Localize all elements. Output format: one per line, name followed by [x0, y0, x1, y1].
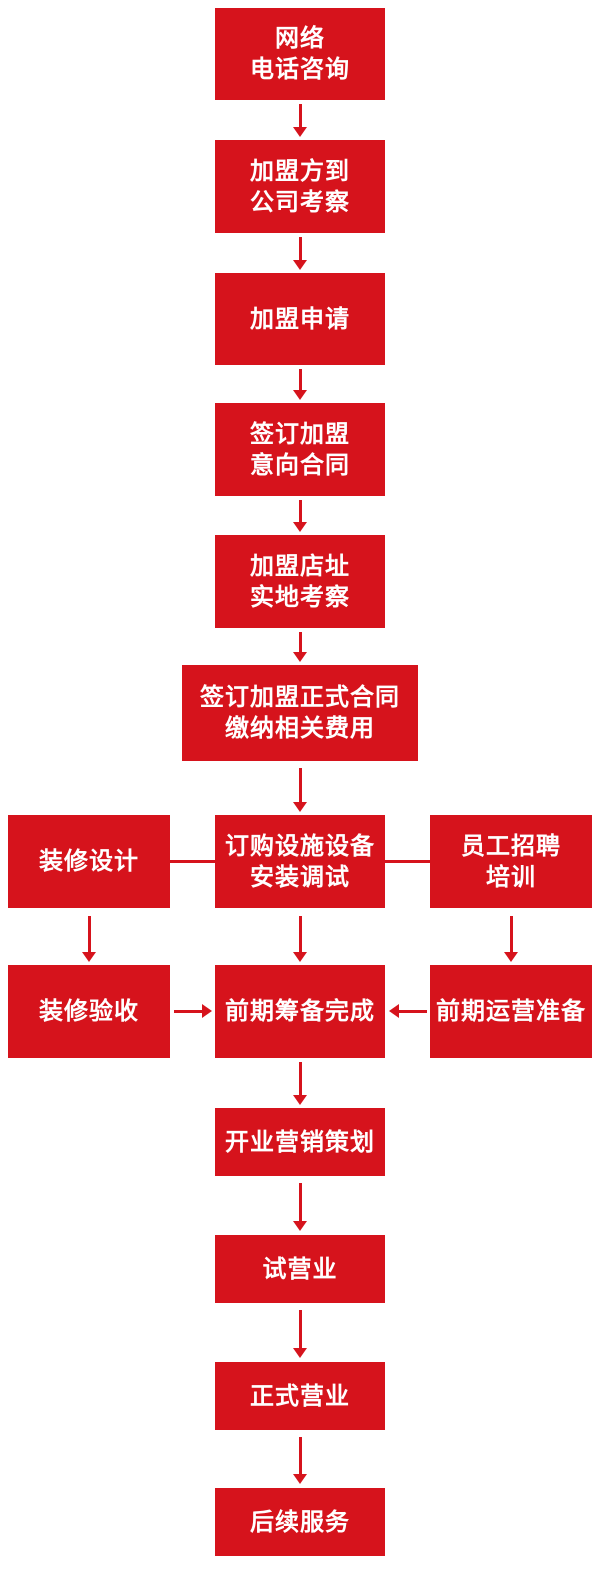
step-label-line: 电话咨询 — [250, 56, 350, 83]
step-decoration-acceptance: 装修验收 — [8, 965, 170, 1058]
step-formal-contract: 签订加盟正式合同 缴纳相关费用 — [182, 665, 418, 761]
arrow-down-icon — [293, 104, 307, 137]
step-company-visit: 加盟方到 公司考察 — [215, 140, 385, 233]
step-application: 加盟申请 — [215, 273, 385, 365]
step-label-line: 前期筹备完成 — [225, 998, 375, 1025]
arrow-right-icon — [174, 1004, 212, 1018]
step-label-line: 开业营销策划 — [225, 1128, 375, 1156]
step-online-consult: 网络 电话咨询 — [215, 8, 385, 100]
arrow-down-icon — [504, 916, 518, 962]
step-label-line: 订购设施设备 — [225, 832, 375, 860]
arrow-down-icon — [293, 1437, 307, 1484]
arrow-down-icon — [293, 500, 307, 532]
step-label-line: 装修验收 — [39, 998, 139, 1025]
step-decoration-design: 装修设计 — [8, 815, 170, 908]
step-label-line: 意向合同 — [250, 451, 350, 479]
arrow-left-icon — [389, 1004, 427, 1018]
step-label-line: 安装调试 — [250, 863, 350, 891]
step-label-line: 加盟方到 — [250, 157, 350, 185]
step-label-line: 培训 — [486, 863, 536, 891]
step-label-line: 实地考察 — [250, 583, 350, 611]
step-label-line: 前期运营准备 — [436, 998, 586, 1025]
step-opening-marketing: 开业营销策划 — [215, 1108, 385, 1176]
step-label-line: 签订加盟正式合同 — [200, 684, 400, 711]
step-site-inspection: 加盟店址 实地考察 — [215, 535, 385, 628]
step-trial-operation: 试营业 — [215, 1235, 385, 1303]
step-preparation-complete: 前期筹备完成 — [215, 965, 385, 1058]
step-label-line: 装修设计 — [39, 848, 139, 875]
step-label-line: 正式营业 — [250, 1382, 350, 1410]
step-label-line: 网络 — [275, 25, 325, 52]
step-label-line: 缴纳相关费用 — [225, 715, 375, 742]
connector-line — [170, 860, 215, 863]
arrow-down-icon — [293, 369, 307, 400]
step-intent-contract: 签订加盟 意向合同 — [215, 403, 385, 496]
step-label-line: 签订加盟 — [250, 420, 350, 448]
step-label-line: 员工招聘 — [461, 832, 561, 860]
step-label-line: 公司考察 — [250, 188, 350, 216]
arrow-down-icon — [293, 916, 307, 962]
step-follow-up-service: 后续服务 — [215, 1488, 385, 1556]
step-label-line: 加盟申请 — [250, 305, 350, 333]
step-equipment-order: 订购设施设备 安装调试 — [215, 815, 385, 908]
arrow-down-icon — [82, 916, 96, 962]
step-operation-preparation: 前期运营准备 — [430, 965, 592, 1058]
step-official-opening: 正式营业 — [215, 1362, 385, 1430]
step-label-line: 后续服务 — [250, 1508, 350, 1536]
arrow-down-icon — [293, 1183, 307, 1231]
arrow-down-icon — [293, 1062, 307, 1105]
arrow-down-icon — [293, 237, 307, 270]
arrow-down-icon — [293, 768, 307, 812]
arrow-down-icon — [293, 1310, 307, 1358]
arrow-down-icon — [293, 632, 307, 662]
step-staff-recruitment: 员工招聘 培训 — [430, 815, 592, 908]
step-label-line: 试营业 — [262, 1255, 338, 1283]
connector-line — [385, 860, 430, 863]
step-label-line: 加盟店址 — [250, 552, 350, 580]
